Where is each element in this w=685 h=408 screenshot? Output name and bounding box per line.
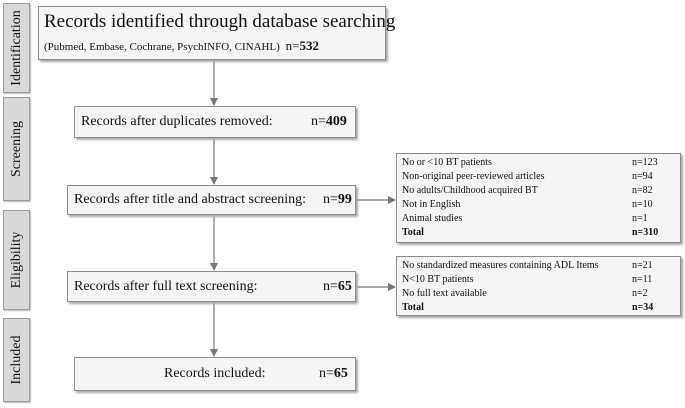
exclusion-count: n=1 [632,213,648,224]
exclusion-count: n=2 [632,288,648,299]
exclusion-count: n=10 [632,199,653,210]
stage-eligibility: Eligibility [3,210,30,310]
duplicates-removed-box: Records after duplicates removed: n=409 [74,106,356,138]
exclusion-total-label: Total [402,302,424,313]
records-included-box: Records included: n=65 [74,357,356,391]
title-abstract-count: n=99 [323,192,352,207]
exclusion-count: n=21 [632,260,653,271]
exclusion-total-count: n=34 [632,302,654,313]
exclusion-reason: N<10 BT patients [402,274,474,285]
title-abstract-box: Records after title and abstract screeni… [67,185,356,215]
exclusion-reason: Non-original peer-reviewed articles [402,171,545,182]
exclusion-count: n=123 [632,157,658,168]
full-text-box: Records after full text screening: n=65 [67,271,356,302]
full-text-label: Records after full text screening: [74,279,258,294]
records-identified-box: Records identified through database sear… [38,6,395,60]
exclusion-reason: No or <10 BT patients [402,157,492,168]
stage-identification: Identification [3,3,30,93]
exclusion-count: n=94 [632,171,653,182]
exclusion-reason: Not in English [402,199,461,210]
stage-eligibility-label: Eligibility [8,231,24,289]
exclusion-reason: Animal studies [402,213,463,224]
duplicates-removed-count: n=409 [311,114,347,129]
exclusion-count: n=11 [632,274,653,285]
database-sources: (Pubmed, Embase, Cochrane, PsychINFO, CI… [44,41,280,53]
records-identified-count: n=532 [285,38,319,53]
exclusion-total-label: Total [402,227,424,238]
stage-screening-label: Screening [8,121,24,177]
duplicates-removed-label: Records after duplicates removed: [81,114,273,129]
records-identified-title: Records identified through database sear… [44,11,396,32]
records-included-count: n=65 [319,366,348,381]
title-abstract-label: Records after title and abstract screeni… [74,192,307,207]
exclusions-title-abstract-box: No or <10 BT patients n=123 Non-original… [396,153,681,243]
stage-included-label: Included [8,335,24,385]
records-identified-sources: (Pubmed, Embase, Cochrane, PsychINFO, CI… [44,38,319,54]
stage-identification-label: Identification [8,10,24,86]
exclusion-total-count: n=310 [632,227,659,238]
full-text-count: n=65 [323,279,352,294]
exclusions-full-text-box: No standardized measures containing ADL … [396,256,681,316]
exclusion-reason: No standardized measures containing ADL … [402,260,599,271]
exclusion-reason: No full text available [402,288,487,299]
exclusion-reason: No adults/Childhood acquired BT [402,185,538,196]
stage-included: Included [3,318,30,402]
exclusion-count: n=82 [632,185,653,196]
stage-screening: Screening [3,97,30,201]
records-included-label: Records included: [164,366,266,381]
